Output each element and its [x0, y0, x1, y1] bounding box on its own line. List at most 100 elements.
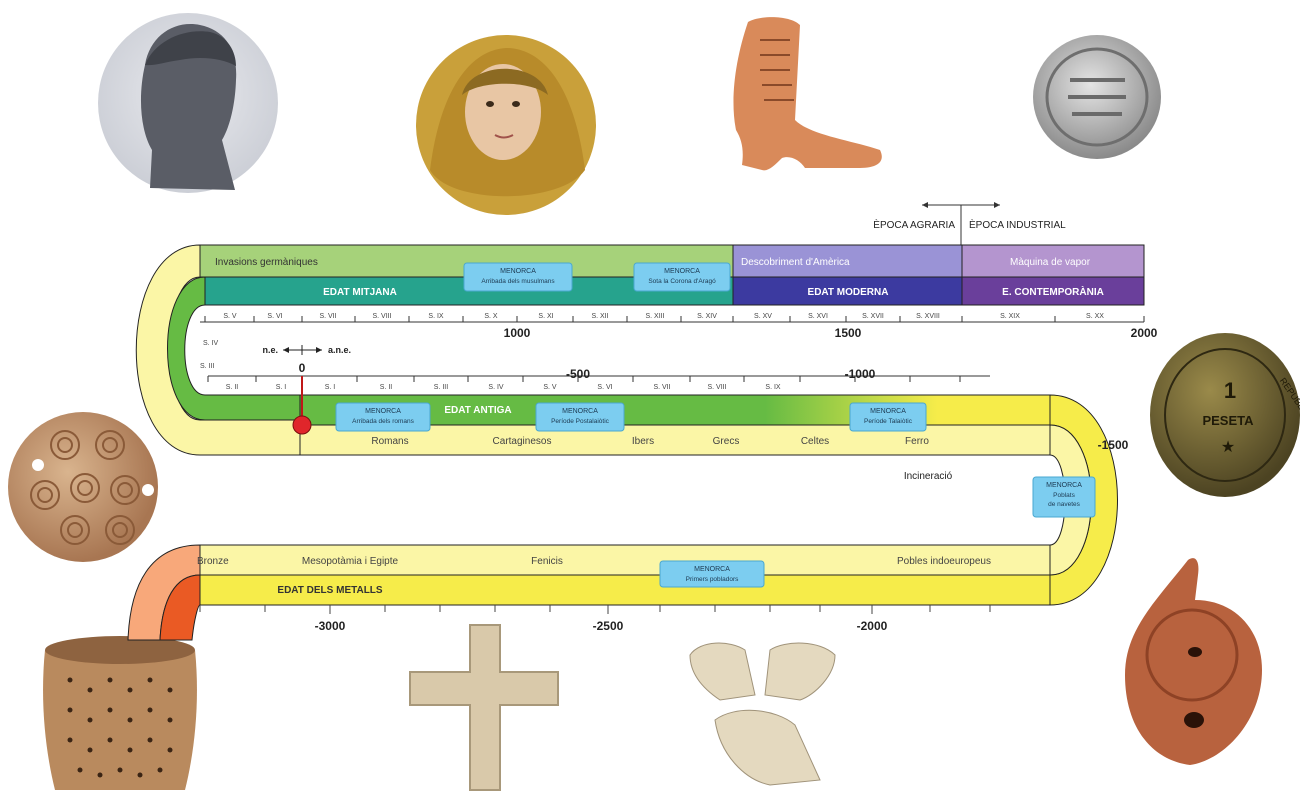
- indoeuropeus-label: Pobles indoeuropeus: [897, 556, 991, 567]
- civilization-label: Cartaginesos: [493, 436, 552, 447]
- boot-photo: [733, 17, 882, 171]
- century-axis-ce: S. V S. VI S. VII S. VIII S. IX S. X S. XI S. X…: [200, 313, 1145, 370]
- bust-photo: [98, 13, 278, 193]
- century-label: S. II: [380, 384, 393, 391]
- civilization-label: Celtes: [801, 436, 829, 447]
- menorca-label: MENORCA Període Postalaiòtic: [535, 402, 625, 432]
- bones-photo: [689, 642, 836, 786]
- century-label: S. XVI: [808, 313, 828, 320]
- pot-photo: [43, 636, 197, 790]
- bronze-label: Bronze: [197, 556, 229, 567]
- year-minus-2500: -2500: [593, 619, 624, 633]
- century-label: S. IV: [203, 340, 219, 347]
- century-label: S. XIII: [645, 313, 664, 320]
- maquina-label: Màquina de vapor: [1010, 257, 1091, 268]
- year-zero-marker: [292, 415, 312, 435]
- svg-text:★: ★: [1221, 439, 1235, 456]
- menorca-title: MENORCA: [500, 268, 536, 275]
- century-label: S. XIX: [1000, 313, 1020, 320]
- era-transition: ÈPOCA AGRARIA ÈPOCA INDUSTRIAL: [873, 202, 1066, 245]
- clay-disc-photo: [8, 412, 158, 562]
- menorca-label: MENORCA Primers pobladors: [659, 560, 765, 588]
- year-minus-500: -500: [566, 367, 590, 381]
- bottom-axis: [199, 605, 991, 614]
- menorca-title: MENORCA: [562, 408, 598, 415]
- century-label: S. XVIII: [916, 313, 940, 320]
- year-minus-1000: -1000: [845, 367, 876, 381]
- century-label: S. XII: [591, 313, 608, 320]
- century-label: S. V: [543, 384, 557, 391]
- edat-antiga-label: EDAT ANTIGA: [444, 405, 511, 416]
- era-industrial-label: ÈPOCA INDUSTRIAL: [969, 218, 1066, 231]
- edat-moderna-label: EDAT MODERNA: [808, 287, 889, 298]
- century-label: S. II: [226, 384, 239, 391]
- coin-unit: PESETA: [1202, 413, 1254, 428]
- century-label: S. X: [484, 313, 498, 320]
- menorca-title: MENORCA: [365, 408, 401, 415]
- year-minus-1500: -1500: [1098, 438, 1129, 452]
- year-1500: 1500: [835, 326, 862, 340]
- century-label: S. VIII: [372, 313, 391, 320]
- year-1000: 1000: [504, 326, 531, 340]
- coin-value: 1: [1224, 378, 1236, 403]
- descobriment-label: Descobriment d'Amèrica: [741, 257, 850, 268]
- year-minus-3000: -3000: [315, 619, 346, 633]
- ne-label: n.e.: [262, 345, 278, 355]
- menorca-title: MENORCA: [1046, 482, 1082, 489]
- century-label: S. XVII: [862, 313, 884, 320]
- year-minus-2000: -2000: [857, 619, 888, 633]
- menorca-text: Arribada dels musulmans: [481, 278, 555, 285]
- oil-lamp-photo: [1125, 558, 1262, 765]
- menorca-text: Arribada dels romans: [352, 418, 415, 425]
- year-0: 0: [299, 361, 306, 375]
- edat-mitjana-label: EDAT MITJANA: [323, 287, 397, 298]
- portrait-photo: [416, 35, 596, 215]
- menorca-label: MENORCA Poblats de navetes: [1032, 476, 1096, 518]
- menorca-text: Primers pobladors: [686, 576, 739, 583]
- civilization-label: Grecs: [713, 436, 740, 447]
- century-label: S. I: [325, 384, 336, 391]
- century-label: S. XIV: [697, 313, 717, 320]
- menorca-label: MENORCA Arribada dels musulmans: [463, 262, 573, 292]
- century-label: S. IX: [765, 384, 781, 391]
- invasions-label: Invasions germàniques: [215, 257, 318, 268]
- menorca-text: Període Postalaiòtic: [551, 418, 610, 425]
- civilization-label: Romans: [371, 436, 408, 447]
- civilization-label: Ibers: [632, 436, 654, 447]
- ane-label: a.n.e.: [328, 345, 351, 355]
- century-label: S. XX: [1086, 313, 1104, 320]
- century-label: S. VII: [653, 384, 670, 391]
- silver-coin-photo: [1033, 35, 1161, 159]
- era-direction-marker: n.e. a.n.e.: [262, 345, 351, 355]
- century-label: S. VII: [319, 313, 336, 320]
- menorca-text: Sota la Corona d'Aragó: [648, 278, 716, 285]
- century-label: S. V: [223, 313, 237, 320]
- year-2000: 2000: [1131, 326, 1158, 340]
- menorca-label: MENORCA Arribada dels romans: [335, 402, 431, 432]
- century-label: S. IX: [428, 313, 444, 320]
- mesopotamia-label: Mesopotàmia i Egipte: [302, 556, 399, 567]
- century-label: S. VI: [267, 313, 282, 320]
- incineracio-label: Incineració: [904, 471, 953, 482]
- menorca-title: MENORCA: [870, 408, 906, 415]
- menorca-label: MENORCA Període Talaiòtic: [849, 402, 927, 432]
- menorca-label: MENORCA Sota la Corona d'Aragó: [633, 262, 731, 292]
- menorca-text: Poblats: [1053, 492, 1075, 499]
- menorca-text: Període Talaiòtic: [864, 418, 913, 425]
- century-label: S. III: [434, 384, 448, 391]
- cross-photo: [409, 624, 559, 791]
- menorca-title: MENORCA: [694, 566, 730, 573]
- peseta-coin-photo: 1 PESETA ★ REPUBLICA ESPAÑOLA: [1150, 333, 1300, 497]
- era-agraria-label: ÈPOCA AGRARIA: [873, 218, 955, 231]
- menorca-text: de navetes: [1048, 501, 1081, 508]
- century-label: S. XV: [754, 313, 772, 320]
- century-label: S. III: [200, 363, 214, 370]
- fenicis-label: Fenicis: [531, 556, 563, 567]
- edat-metalls-label: EDAT DELS METALLS: [277, 585, 383, 596]
- century-label: S. VIII: [707, 384, 726, 391]
- civilization-label: Ferro: [905, 436, 929, 447]
- century-label: S. XI: [538, 313, 553, 320]
- edat-contemporania-label: E. CONTEMPORÀNIA: [1002, 285, 1104, 298]
- century-label: S. VI: [597, 384, 612, 391]
- menorca-title: MENORCA: [664, 268, 700, 275]
